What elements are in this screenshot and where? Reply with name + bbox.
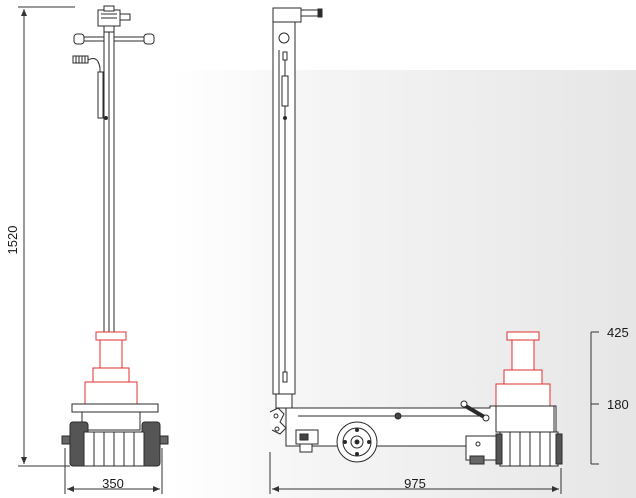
side-pivot-block	[275, 393, 293, 409]
side-hose-clip-top	[282, 51, 288, 61]
side-valve-head	[272, 7, 302, 23]
side-height-dimension	[590, 331, 599, 465]
side-view	[269, 7, 323, 435]
front-stage-2	[92, 367, 130, 383]
height-total-label: 1520	[5, 225, 20, 255]
front-wheel-right	[141, 421, 161, 467]
side-length-label: 975	[404, 476, 426, 491]
front-base	[61, 403, 169, 467]
side-rear-base	[499, 431, 559, 467]
side-lift-cylinder	[495, 331, 551, 407]
side-stage-3	[495, 383, 551, 407]
front-valve-stem	[103, 25, 115, 33]
front-caster-left	[61, 435, 71, 445]
front-caster-right	[159, 435, 169, 445]
front-air-hose	[87, 57, 101, 118]
front-stage-1	[99, 339, 123, 369]
front-width-label: 350	[102, 476, 124, 491]
side-length-dimension	[269, 452, 562, 494]
side-chassis-bolt	[394, 412, 402, 420]
front-stage-3	[84, 381, 138, 407]
front-hose-sleeve	[97, 71, 104, 119]
side-stage-2	[503, 369, 543, 385]
side-caster	[469, 455, 485, 465]
front-lift-cylinder	[84, 331, 138, 407]
side-rear-housing	[495, 405, 555, 433]
height-lift-label: 180	[607, 397, 629, 412]
front-handle-bar	[79, 36, 151, 42]
front-shaft-pin	[104, 116, 108, 120]
front-width-dimension	[64, 448, 163, 494]
front-valve-knob	[119, 13, 131, 21]
front-base-top-plate	[71, 403, 159, 413]
height-min-label: 425	[607, 325, 629, 340]
front-valve-cap	[103, 5, 115, 12]
side-stage-1	[511, 339, 535, 371]
side-saddle	[506, 331, 540, 341]
height-dimension	[18, 6, 75, 467]
side-chassis	[285, 400, 563, 467]
front-handle-grip-left	[73, 33, 85, 45]
side-frame-hole	[278, 32, 290, 44]
front-saddle	[95, 331, 127, 341]
side-hose-clip-bottom	[282, 371, 288, 383]
front-hose-connector	[72, 55, 89, 64]
front-view	[72, 5, 155, 333]
side-hose-sleeve	[281, 75, 289, 107]
front-handle-grip-right	[143, 33, 155, 45]
